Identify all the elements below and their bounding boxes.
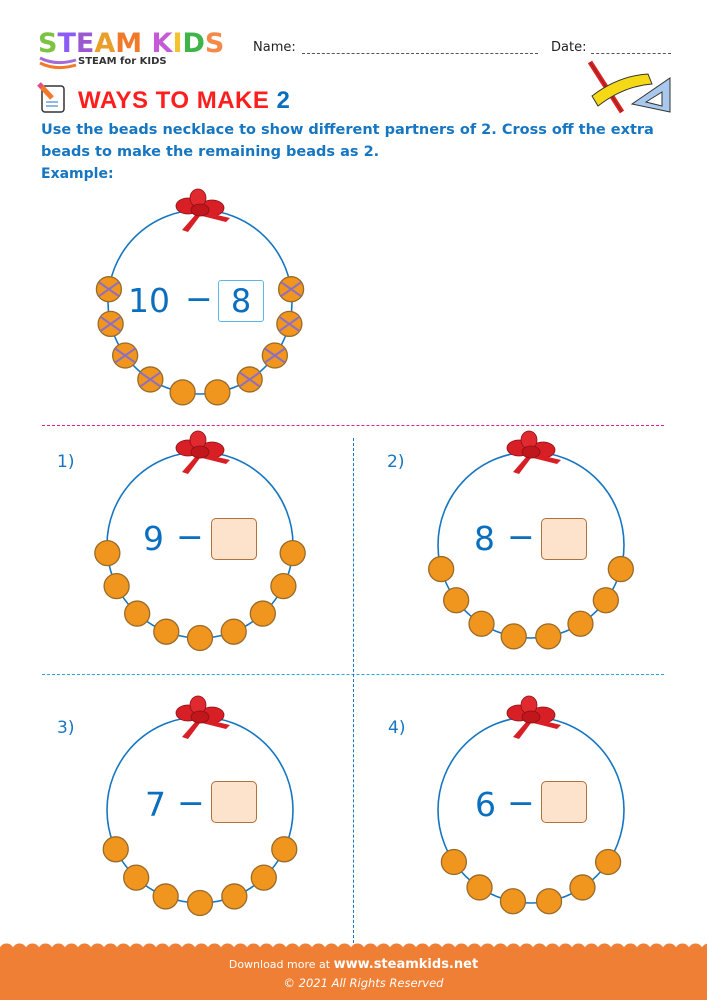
date-field[interactable] bbox=[591, 53, 671, 54]
problem-4-answer-box[interactable] bbox=[541, 781, 587, 823]
logo-letter: D bbox=[182, 28, 205, 59]
problem-3-minus: − bbox=[177, 783, 205, 822]
name-field[interactable] bbox=[302, 53, 538, 54]
problem-2-label: 2) bbox=[387, 452, 405, 472]
steam-kids-logo: STEAM KIDS bbox=[38, 30, 224, 58]
problem-4-label: 4) bbox=[388, 718, 406, 738]
problem-1-label: 1) bbox=[57, 452, 75, 472]
footer-url-link[interactable]: www.steamkids.net bbox=[333, 957, 479, 972]
name-label: Name: bbox=[253, 40, 296, 55]
footer-copyright: © 2021 All Rights Reserved bbox=[283, 976, 444, 990]
problem-2-minus: − bbox=[507, 517, 535, 556]
page-title: WAYS TO MAKE 2 bbox=[78, 87, 290, 115]
logo-tagline: STEAM for KIDS bbox=[78, 56, 167, 67]
example-minus: − bbox=[185, 279, 213, 318]
logo-letter: K bbox=[151, 28, 173, 59]
title-text: WAYS TO MAKE bbox=[78, 87, 270, 114]
divider-pink bbox=[42, 425, 664, 426]
date-label: Date: bbox=[551, 40, 587, 55]
title-number: 2 bbox=[276, 87, 291, 114]
logo-letter: E bbox=[75, 28, 95, 59]
logo-letter: T bbox=[57, 28, 76, 59]
logo-letter bbox=[142, 30, 151, 58]
problem-4-minus: − bbox=[507, 783, 535, 822]
pencil-paper-icon bbox=[37, 82, 65, 113]
problem-3-label: 3) bbox=[57, 718, 75, 738]
logo-letter: S bbox=[204, 28, 225, 59]
problem-3-answer-box[interactable] bbox=[211, 781, 257, 823]
logo-letter: I bbox=[172, 28, 183, 59]
problem-1-minus: − bbox=[176, 517, 204, 556]
footer bbox=[0, 948, 707, 1000]
ruler-pencil-triangle-icon bbox=[588, 60, 671, 114]
instructions: Use the beads necklace to show different… bbox=[41, 122, 654, 160]
problem-2-answer-box[interactable] bbox=[541, 518, 587, 560]
logo-letter: A bbox=[94, 28, 116, 59]
example-total: 10 bbox=[128, 281, 170, 320]
divider-vertical bbox=[353, 438, 354, 948]
problem-1-answer-box[interactable] bbox=[211, 518, 257, 560]
problem-3-total: 7 bbox=[145, 785, 166, 824]
problem-1-total: 9 bbox=[143, 519, 164, 558]
footer-download-prefix: Download more at bbox=[228, 958, 331, 971]
logo-swoosh-icon bbox=[39, 56, 77, 70]
footer-download: Download more at www.steamkids.net bbox=[0, 957, 707, 972]
logo-letter: M bbox=[115, 28, 143, 59]
logo-letter: S bbox=[38, 28, 58, 59]
problem-4-total: 6 bbox=[475, 785, 496, 824]
problem-2-total: 8 bbox=[474, 519, 495, 558]
example-answer-box: 8 bbox=[218, 280, 264, 322]
example-label: Example: bbox=[41, 166, 114, 182]
